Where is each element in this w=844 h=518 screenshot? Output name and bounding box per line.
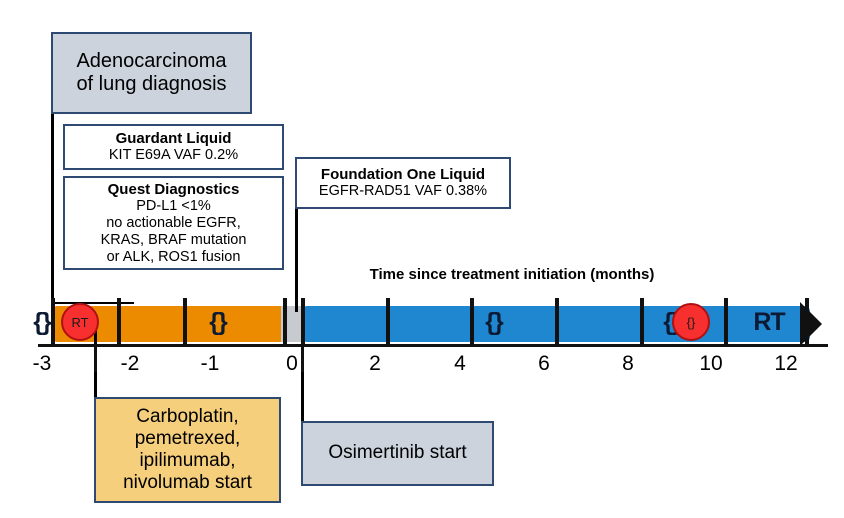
bar-tick xyxy=(117,298,121,346)
axis-label-4: 4 xyxy=(454,352,466,375)
bar-tick xyxy=(51,298,55,346)
axis-label-minus3: -3 xyxy=(32,352,52,375)
axis-label-12: 12 xyxy=(774,352,798,375)
box-quest-diagnostics: Quest Diagnostics PD-L1 <1% no actionabl… xyxy=(63,176,284,270)
quest-line-1: PD-L1 <1% xyxy=(136,198,211,215)
box-guardant-liquid: Guardant Liquid KIT E69A VAF 0.2% xyxy=(63,124,284,170)
timeline-bar xyxy=(0,300,844,348)
bar-tick xyxy=(183,298,187,346)
guardant-title: Guardant Liquid xyxy=(115,129,232,147)
carboplatin-line-3: ipilimumab, xyxy=(139,450,236,471)
axis-tick xyxy=(301,346,304,372)
axis-label-0: 0 xyxy=(286,352,298,375)
axis-label-minus2: -2 xyxy=(120,352,140,375)
quest-line-2: no actionable EGFR, xyxy=(106,214,241,231)
foundation-title: Foundation One Liquid xyxy=(320,165,486,183)
axis-title: Time since treatment initiation (months) xyxy=(369,266,655,283)
carboplatin-line-4: nivolumab start xyxy=(123,472,252,494)
osimertinib-line-1: Osimertinib start xyxy=(328,442,467,464)
quest-line-3: KRAS, BRAF mutation xyxy=(100,231,247,248)
bar-tick xyxy=(724,298,728,346)
bar-tick xyxy=(301,298,305,346)
guardant-line-1: KIT E69A VAF 0.2% xyxy=(108,147,239,164)
diagnosis-line-2: of lung diagnosis xyxy=(76,73,227,95)
connector-osimertinib-vertical xyxy=(301,340,304,422)
bar-tick xyxy=(805,298,809,346)
axis-tick xyxy=(94,346,97,372)
quest-title: Quest Diagnostics xyxy=(107,180,240,198)
connector-diagnosis-vertical xyxy=(51,112,54,310)
axis-label-2: 2 xyxy=(369,352,381,375)
box-osimertinib-start: Osimertinib start xyxy=(301,421,494,486)
brace-marker: {} xyxy=(209,307,227,336)
box-foundation-one-liquid: Foundation One Liquid EGFR-RAD51 VAF 0.3… xyxy=(295,157,511,209)
axis-label-10: 10 xyxy=(699,352,723,375)
connector-quest-horizontal xyxy=(51,302,134,304)
quest-line-4: or ALK, ROS1 fusion xyxy=(106,248,241,265)
bar-tick xyxy=(283,298,287,346)
bar-tick xyxy=(640,298,644,346)
box-adenocarcinoma-diagnosis: Adenocarcinoma of lung diagnosis xyxy=(51,32,252,114)
axis-label-minus1: -1 xyxy=(200,352,220,375)
axis-baseline xyxy=(38,344,828,347)
diagnosis-line-1: Adenocarcinoma xyxy=(76,49,227,72)
axis-label-6: 6 xyxy=(538,352,550,375)
timeline-arrow-icon xyxy=(800,302,822,346)
carboplatin-line-1: Carboplatin, xyxy=(136,405,239,427)
carboplatin-line-2: pemetrexed, xyxy=(134,427,241,449)
box-carboplatin-regimen: Carboplatin, pemetrexed, ipilimumab, niv… xyxy=(94,397,281,503)
brace-marker: {} xyxy=(33,307,51,336)
brace-marker: RT xyxy=(753,307,785,336)
radiotherapy-marker: {} xyxy=(672,303,710,341)
connector-foundation-vertical xyxy=(295,207,298,312)
radiotherapy-marker: RT xyxy=(61,303,99,341)
axis-label-8: 8 xyxy=(622,352,634,375)
brace-marker: {} xyxy=(485,307,503,336)
bar-tick xyxy=(555,298,559,346)
bar-tick xyxy=(470,298,474,346)
foundation-line-1: EGFR-RAD51 VAF 0.38% xyxy=(318,183,488,200)
bar-tick xyxy=(386,298,390,346)
